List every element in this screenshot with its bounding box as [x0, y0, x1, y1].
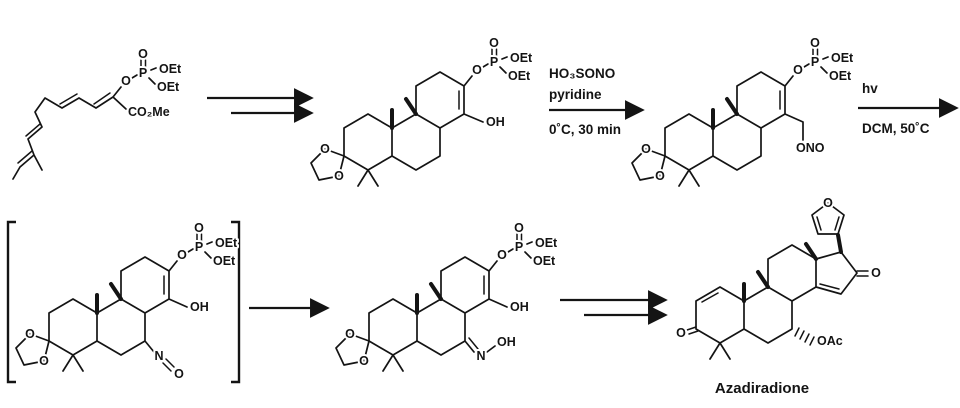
atom-label-o: O [497, 248, 507, 262]
atom-label-p: P [195, 240, 203, 254]
atom-label-oet: OEt [510, 51, 533, 65]
methyl-wedges [95, 282, 123, 315]
double-bond-lines [686, 216, 869, 335]
reagent-line-2: pyridine [549, 87, 602, 102]
atom-label-oet: OEt [535, 236, 558, 250]
substituent-label-oh: OH [497, 335, 516, 349]
atom-label-o: O [655, 169, 665, 183]
product-name: Azadiradione [715, 380, 809, 397]
atom-label-o: O [39, 354, 49, 368]
substituent-label-oh: OH [486, 115, 505, 129]
reagent-line-1: HO₃SONO [549, 66, 615, 81]
atom-label-o: O [871, 266, 881, 280]
atom-label-o: O [25, 327, 35, 341]
atom-label-o: O [793, 63, 803, 77]
structure-oxime: O P O OEt OEt OH O O N OH [335, 219, 560, 372]
methyl-wedges [415, 282, 443, 315]
reagent-line-2: DCM, 50˚C [862, 121, 930, 136]
left-bracket [6, 220, 16, 384]
double-bond-lines [779, 48, 819, 110]
atom-label-o: O [121, 74, 131, 88]
bond-framework [335, 241, 533, 372]
structure-triene-enol-phosphate: O P O OEt OEt CO₂Me [12, 45, 184, 180]
bond-framework [15, 241, 213, 372]
atom-label-o: O [641, 142, 651, 156]
bond-framework [310, 56, 508, 187]
atom-label-p: P [139, 66, 147, 80]
structure-ketal-enol-phosphate-alcohol: O P O OEt OEt OH O O [310, 34, 535, 187]
substituent-label-ono: ONO [796, 141, 825, 155]
atom-label-o: O [138, 47, 148, 61]
multi-step-arrow-1 [207, 88, 314, 123]
atom-label-o: O [676, 326, 686, 340]
structure-ketal-enol-phosphate-nitrite: O P O OEt OEt ONO O O [631, 34, 856, 187]
nitrosation-step: HO₃SONO pyridine 0˚C, 30 min [549, 66, 645, 137]
oac-stereo-hashes [794, 327, 815, 346]
atom-label-oet: OEt [215, 236, 238, 250]
structure-nitroso-intermediate: O P O OEt OEt OH O O N O [6, 219, 241, 384]
atom-label-o: O [177, 248, 187, 262]
methyl-wedges [742, 242, 818, 303]
furan-oxygen-label: O [823, 196, 833, 210]
atom-label-o: O [194, 221, 204, 235]
double-bond-lines [17, 59, 147, 164]
double-bond-lines [162, 233, 203, 372]
atom-label-oet: OEt [508, 69, 531, 83]
atom-label-p: P [811, 55, 819, 69]
atom-label-o: O [489, 36, 499, 50]
atom-label-o: O [174, 367, 184, 381]
substituent-label-oh: OH [510, 300, 529, 314]
furan-wedge-bond [836, 233, 843, 254]
atom-label-n: N [154, 349, 163, 363]
substituent-label-oh: OH [190, 300, 209, 314]
double-bond-lines [468, 233, 523, 350]
atom-label-p: P [515, 240, 523, 254]
atom-label-o: O [345, 327, 355, 341]
methyl-wedges [711, 97, 739, 130]
atom-label-oet: OEt [159, 62, 182, 76]
atom-label-oet: OEt [213, 254, 236, 268]
double-bond-lines [458, 48, 498, 110]
reagent-conditions: 0˚C, 30 min [549, 122, 621, 137]
atom-label-o: O [359, 354, 369, 368]
multi-step-arrow-2 [560, 290, 668, 325]
atom-label-oet: OEt [157, 80, 180, 94]
bond-framework [695, 202, 858, 360]
atom-label-n: N [476, 349, 485, 363]
atom-label-o: O [810, 36, 820, 50]
atom-label-oet: OEt [829, 69, 852, 83]
ester-label-co2me: CO₂Me [128, 105, 170, 119]
atom-label-oet: OEt [533, 254, 556, 268]
reagent-line-1: hv [862, 81, 878, 96]
methyl-wedges [390, 97, 418, 130]
substituent-label-oac: OAc [817, 334, 843, 348]
atom-label-p: P [490, 55, 498, 69]
photolysis-step: hv DCM, 50˚C [858, 81, 959, 136]
structure-azadiradione: O O O OAc Azadiradione [674, 194, 883, 397]
atom-label-o: O [514, 221, 524, 235]
atom-label-o: O [472, 63, 482, 77]
atom-label-o: O [334, 169, 344, 183]
bond-framework [12, 67, 157, 180]
right-bracket [231, 220, 241, 384]
bond-framework [631, 56, 829, 187]
atom-label-oet: OEt [831, 51, 854, 65]
atom-label-o: O [320, 142, 330, 156]
